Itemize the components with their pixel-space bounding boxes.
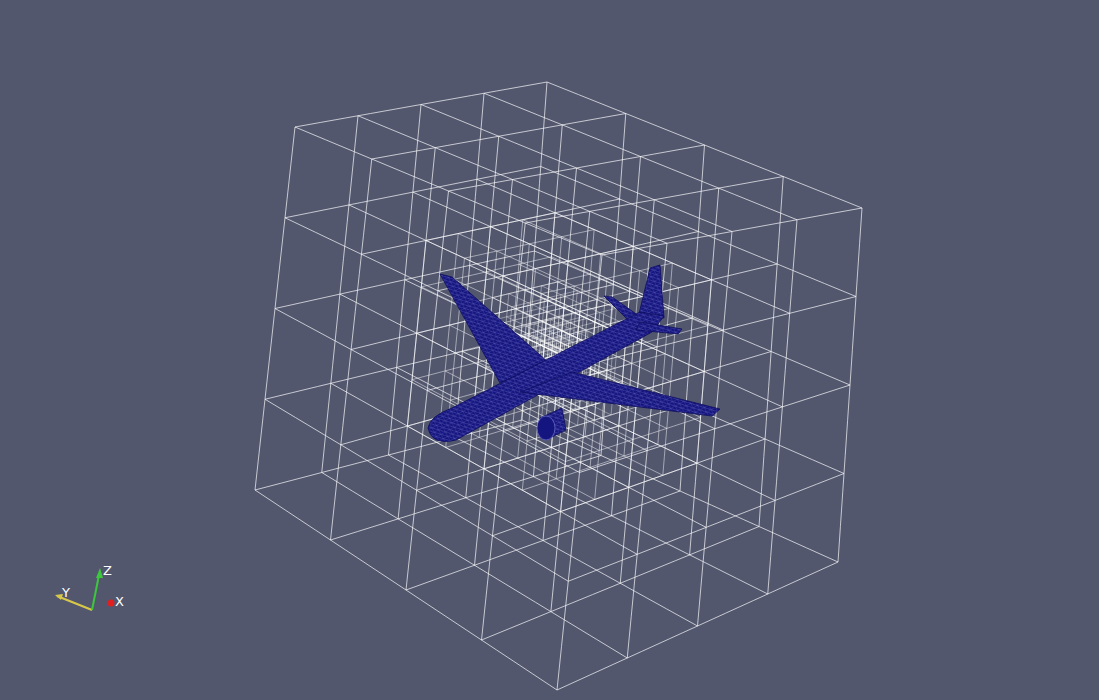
- octree-edge: [697, 280, 712, 463]
- octree-edge: [624, 271, 640, 456]
- z-axis: [92, 575, 99, 610]
- octree-edge: [559, 318, 598, 336]
- octree-edge: [525, 177, 783, 224]
- octree-edge: [389, 455, 698, 626]
- octree-edge: [557, 562, 838, 690]
- axis-label: Z: [103, 564, 112, 577]
- octree-edge: [482, 527, 760, 641]
- octree-edge: [441, 234, 459, 417]
- airplane-mesh: [428, 265, 720, 442]
- octree-edge: [568, 474, 844, 582]
- x-axis-dot: [108, 600, 115, 607]
- far-wing: [440, 274, 548, 383]
- octree-edge: [455, 438, 768, 595]
- octree-edge: [555, 213, 711, 280]
- octree-edge: [407, 240, 426, 426]
- octree-edge: [522, 445, 658, 491]
- octree-edge: [561, 410, 628, 431]
- axis-label: X: [115, 595, 124, 608]
- y-arrowhead: [55, 594, 63, 600]
- octree-edge: [690, 188, 719, 555]
- fuselage: [428, 312, 664, 442]
- near-stabilizer: [636, 322, 682, 334]
- octree-edge: [561, 463, 697, 511]
- engine-intake: [537, 416, 555, 440]
- axis-label: Y: [62, 586, 70, 599]
- octree-edge: [680, 145, 705, 491]
- octree-edge: [838, 208, 862, 562]
- octree-edge: [759, 177, 783, 527]
- octree-edge: [602, 208, 862, 255]
- near-wing: [520, 372, 720, 416]
- octree-grid: [255, 82, 862, 690]
- z-arrowhead: [96, 568, 103, 578]
- tail-fin: [638, 265, 664, 318]
